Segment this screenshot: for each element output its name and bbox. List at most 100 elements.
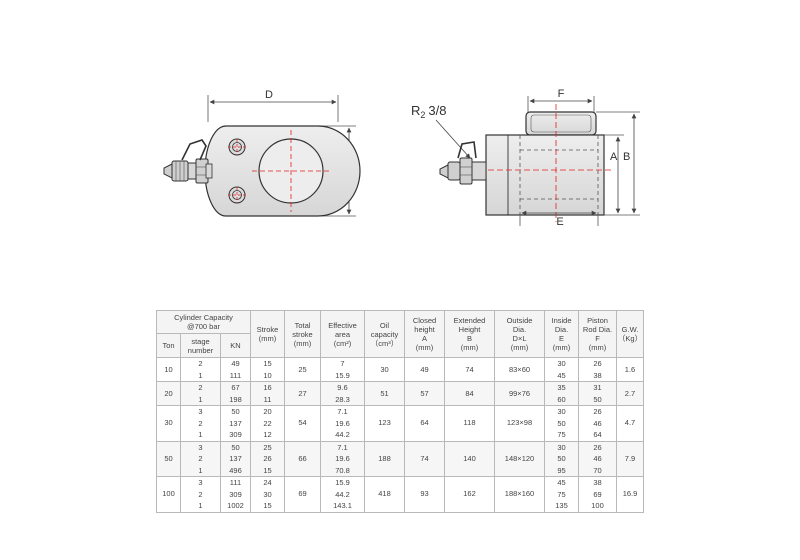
header-line: (cm²) (333, 338, 352, 348)
header-ton: Ton (156, 333, 181, 358)
header-line: height (414, 325, 435, 334)
header-line: Stroke (256, 325, 279, 334)
header-gross-weight: G.W.（Kg） (616, 310, 645, 358)
cell-piston-rod-dia-value: 69 (593, 489, 602, 499)
header-line: Outside (506, 316, 533, 325)
header-line: Closed (412, 316, 437, 325)
cell-gross-weight: 1.6 (616, 357, 645, 382)
header-line: (mm) (510, 343, 529, 352)
cell-stroke-value: 26 (263, 454, 272, 463)
cell-total-stroke: 27 (284, 381, 322, 406)
cell-total-stroke: 66 (284, 440, 322, 477)
cell-stroke-value: 15 (263, 465, 272, 475)
cell-inside-dia-value: 50 (557, 454, 566, 463)
header-line: capacity (370, 329, 399, 339)
cylinder-technical-drawing: D L (163, 88, 640, 228)
cell-kn-value: 137 (229, 454, 242, 463)
cell-stroke-value: 11 (263, 394, 272, 404)
cell-outside-dia: 188×160 (494, 476, 546, 513)
coupler-fitting (163, 139, 213, 184)
cell-effective-area-value: 7 (340, 359, 345, 368)
cell-effective-area-value: 15.9 (335, 478, 350, 487)
cell-inside-dia-value: 35 (557, 383, 566, 392)
header-line: Extended (453, 316, 486, 325)
cell-effective-area-value: 28.3 (335, 394, 350, 404)
cell-piston-rod-dia-value: 46 (593, 454, 602, 463)
header-line: (mm) (588, 343, 607, 352)
cell-kn-value: 67 (231, 383, 240, 392)
header-line: Height (458, 325, 481, 334)
cell-closed-height: 64 (404, 405, 446, 442)
cell-outside-dia: 99×76 (494, 381, 546, 406)
cell-piston-rod-dia-value: 26 (593, 442, 602, 452)
header-line: G.W. (621, 325, 639, 334)
cell-extended-height: 118 (444, 405, 496, 442)
cell-stroke-value: 12 (263, 430, 272, 439)
cell-effective-area-value: 7.1 (337, 442, 348, 452)
side-coupler-fitting (439, 141, 487, 185)
cell-kn-value: 1002 (227, 501, 244, 510)
cell-total-stroke: 54 (284, 405, 322, 442)
cell-kn-value: 137 (229, 418, 242, 428)
dimension-label-f: F (558, 88, 565, 100)
dimension-label-a: A (610, 151, 618, 163)
cell-total-stroke: 69 (284, 476, 322, 513)
cell-stroke-value: 24 (263, 478, 272, 487)
cell-stage-number-value: 2 (198, 418, 203, 428)
cell-closed-height: 49 (404, 357, 446, 382)
cell-inside-dia-value: 60 (557, 394, 566, 404)
cell-effective-area-value: 19.6 (335, 418, 350, 428)
cell-closed-height: 93 (404, 476, 446, 513)
cell-inside-dia-value: 45 (557, 478, 566, 487)
dimension-label-e: E (556, 216, 563, 228)
cell-stage-number-value: 2 (198, 359, 203, 368)
cell-effective-area-value: 15.9 (335, 370, 350, 380)
header-stroke: Stroke(mm) (250, 310, 286, 358)
header-line: (mm) (552, 343, 571, 352)
cell-stroke-value: 25 (263, 442, 272, 452)
cell-kn-value: 50 (231, 407, 240, 416)
cell-outside-dia: 83×60 (494, 357, 546, 382)
cell-ton: 30 (156, 405, 181, 442)
header-line: (mm) (415, 343, 434, 352)
cell-oil-capacity: 30 (364, 357, 406, 382)
cell-stroke-value: 15 (263, 501, 272, 510)
cell-kn-value: 111 (229, 370, 242, 380)
cell-effective-area-value: 44.2 (335, 489, 350, 499)
cell-total-stroke: 25 (284, 357, 322, 382)
header-kn: KN (219, 333, 252, 358)
header-line: B (467, 334, 473, 343)
cell-piston-rod-dia-value: 46 (593, 418, 602, 428)
cell-stroke-value: 15 (263, 359, 272, 368)
cell-stroke-value: 30 (263, 489, 272, 499)
cell-stage-number-value: 1 (198, 501, 203, 510)
cell-stroke: 24 30 15 (250, 476, 286, 513)
cell-oil-capacity: 418 (364, 476, 406, 513)
cell-piston-rod-dia-value: 100 (591, 501, 604, 510)
cell-piston-rod-dia-value: 31 (593, 383, 602, 392)
cell-piston-rod-dia-value: 70 (593, 465, 602, 475)
